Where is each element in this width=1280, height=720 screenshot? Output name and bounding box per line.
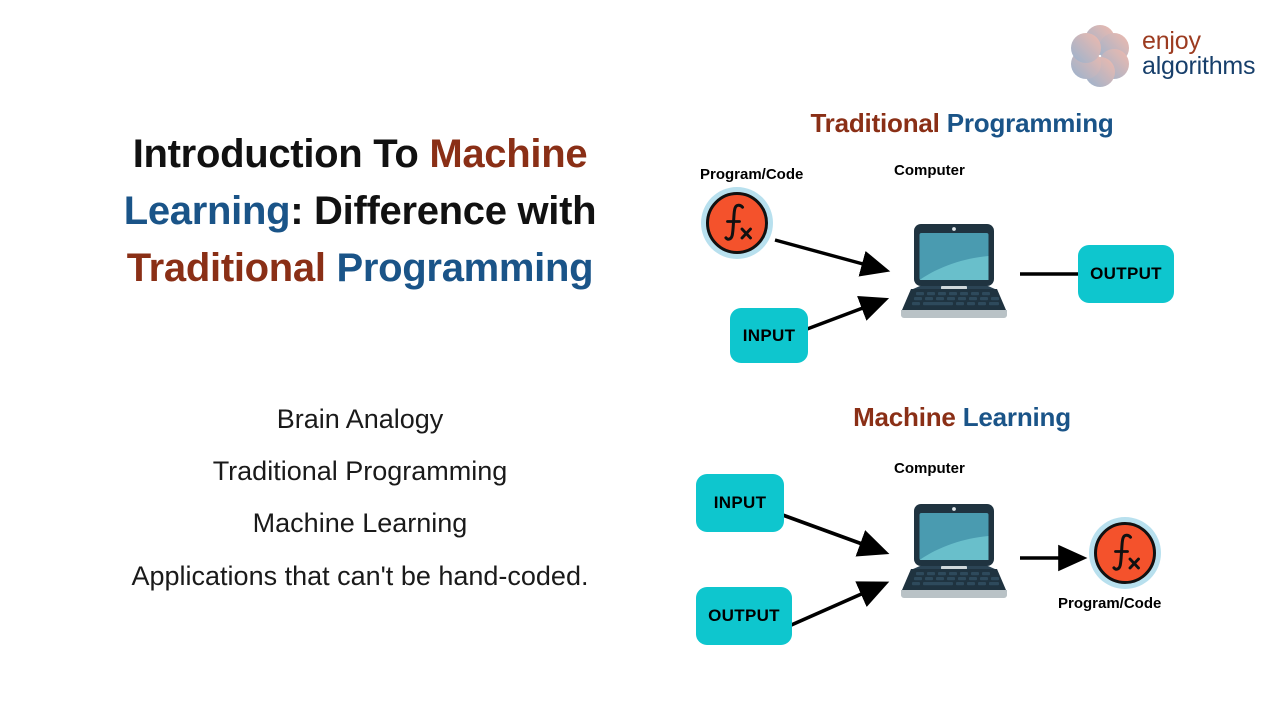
list-item: Machine Learning: [252, 508, 468, 539]
title-segment-programming: Programming: [336, 245, 594, 290]
fx-glyph: [1106, 531, 1144, 575]
io-box-input-ml[interactable]: INPUT: [696, 474, 784, 532]
fx-function-icon: [706, 192, 768, 254]
io-box-output-ml[interactable]: OUTPUT: [696, 587, 792, 645]
list-item: Applications that can't be hand-coded.: [131, 560, 589, 591]
label-program-code-ml: Program/Code: [1058, 595, 1162, 612]
brand-line-enjoy: enjoy: [1142, 27, 1201, 55]
agenda-list: Brain Analogy Traditional Programming Ma…: [60, 404, 660, 591]
diagram-heading-traditional: Traditional Programming: [662, 108, 1262, 139]
list-item: Brain Analogy: [276, 404, 444, 434]
diagram-machine-learning: Machine Learning Computer: [662, 402, 1262, 692]
title-space-2: [326, 246, 337, 290]
label-computer-ml: Computer: [894, 460, 965, 477]
title-segment-machine: Machine: [429, 132, 588, 176]
label-computer-traditional: Computer: [894, 162, 965, 179]
brand-line-algorithms: algorithms: [1142, 52, 1256, 80]
io-box-output-traditional[interactable]: OUTPUT: [1078, 245, 1174, 303]
diagram-heading-word-2: Programming: [946, 108, 1114, 138]
laptop-icon: [890, 502, 1018, 602]
title-segment-traditional: Traditional: [126, 245, 326, 290]
label-program-code-traditional: Program/Code: [700, 166, 804, 183]
page-title: Introduction To Machine Learning: Differ…: [60, 126, 660, 296]
title-segment-plain-2: : Difference with: [290, 188, 597, 233]
brand-logo[interactable]: enjoy algorithms: [1066, 18, 1266, 92]
list-item: Traditional Programming: [212, 456, 508, 487]
io-box-input-traditional[interactable]: INPUT: [730, 308, 808, 363]
fx-glyph: [718, 201, 756, 245]
diagram-heading-ml: Machine Learning: [662, 402, 1262, 433]
flower-petals-icon: [1066, 21, 1134, 89]
fx-function-icon: [1094, 522, 1156, 584]
laptop-icon: [890, 222, 1018, 322]
diagram-heading-word-1: Traditional: [810, 108, 940, 138]
diagram-heading-word-2: Learning: [962, 402, 1071, 432]
title-segment-plain-1: Introduction To: [132, 132, 430, 176]
diagram-heading-word-1: Machine: [853, 402, 956, 432]
diagram-traditional-programming: Traditional Programming Program/Code: [662, 108, 1262, 398]
title-segment-learning: Learning: [123, 188, 291, 233]
brand-wordmark: enjoy algorithms: [1142, 27, 1256, 81]
